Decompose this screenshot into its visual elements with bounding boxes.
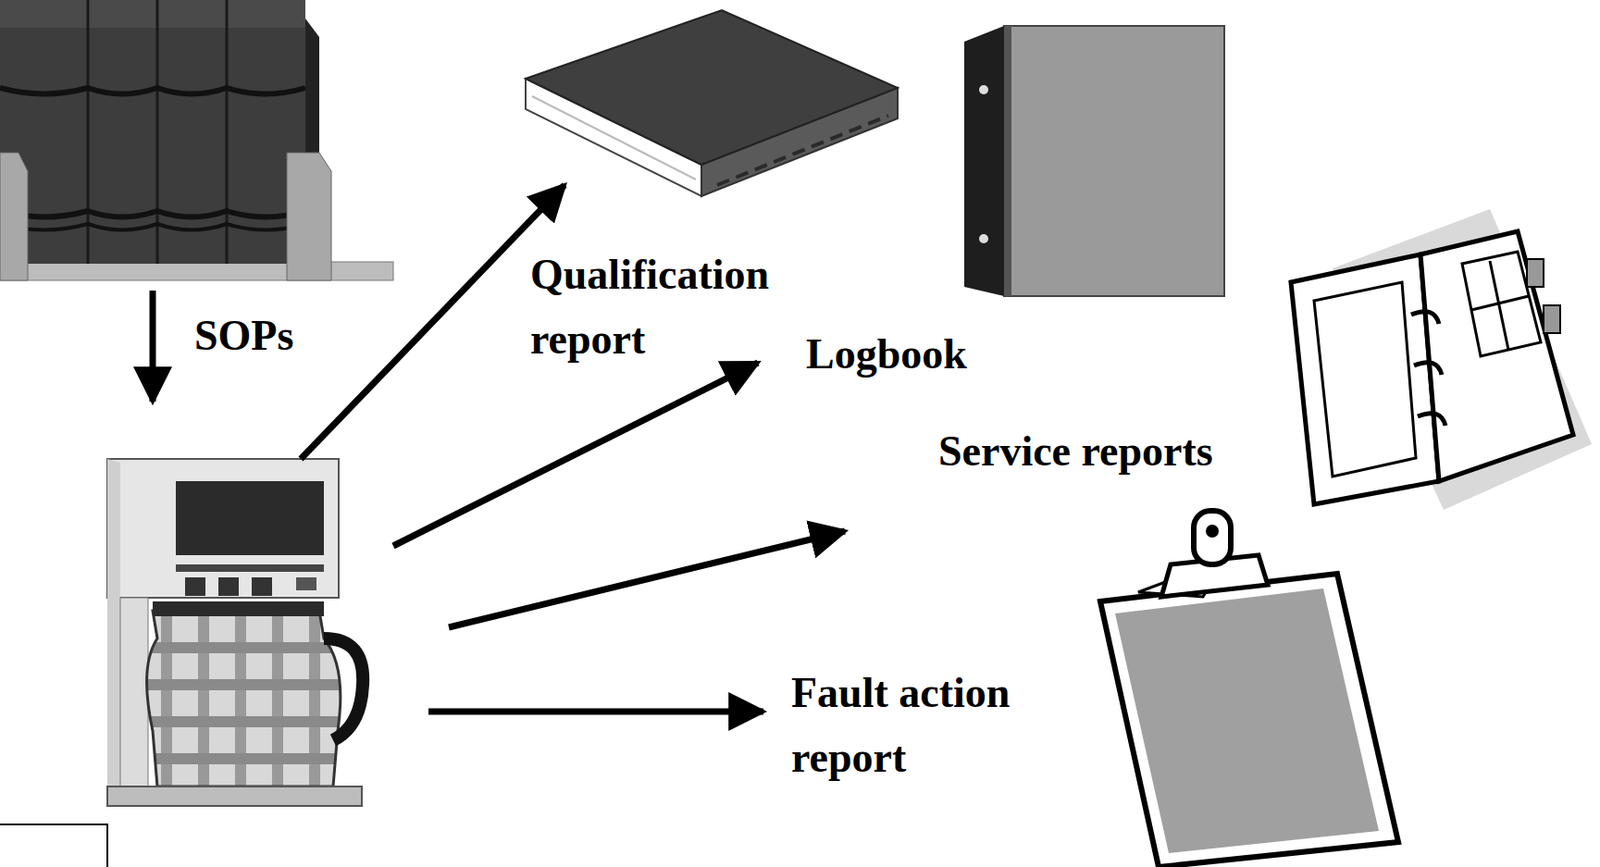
frame-corner bbox=[0, 824, 108, 867]
logbook-label: Logbook bbox=[806, 322, 968, 387]
fault-clipboard bbox=[1100, 510, 1399, 867]
flow-arrows bbox=[152, 185, 845, 712]
coffee-machine bbox=[107, 458, 363, 807]
service-notebook bbox=[1290, 209, 1592, 510]
fault-label: Fault action report bbox=[791, 660, 1088, 791]
sop-label: SOPs bbox=[194, 303, 294, 369]
qualification-label: Qualification report bbox=[530, 242, 845, 373]
qualification-book bbox=[525, 10, 898, 197]
service-label: Service reports bbox=[938, 419, 1214, 484]
sop-books bbox=[0, 0, 394, 281]
logbook-binder bbox=[964, 25, 1225, 297]
